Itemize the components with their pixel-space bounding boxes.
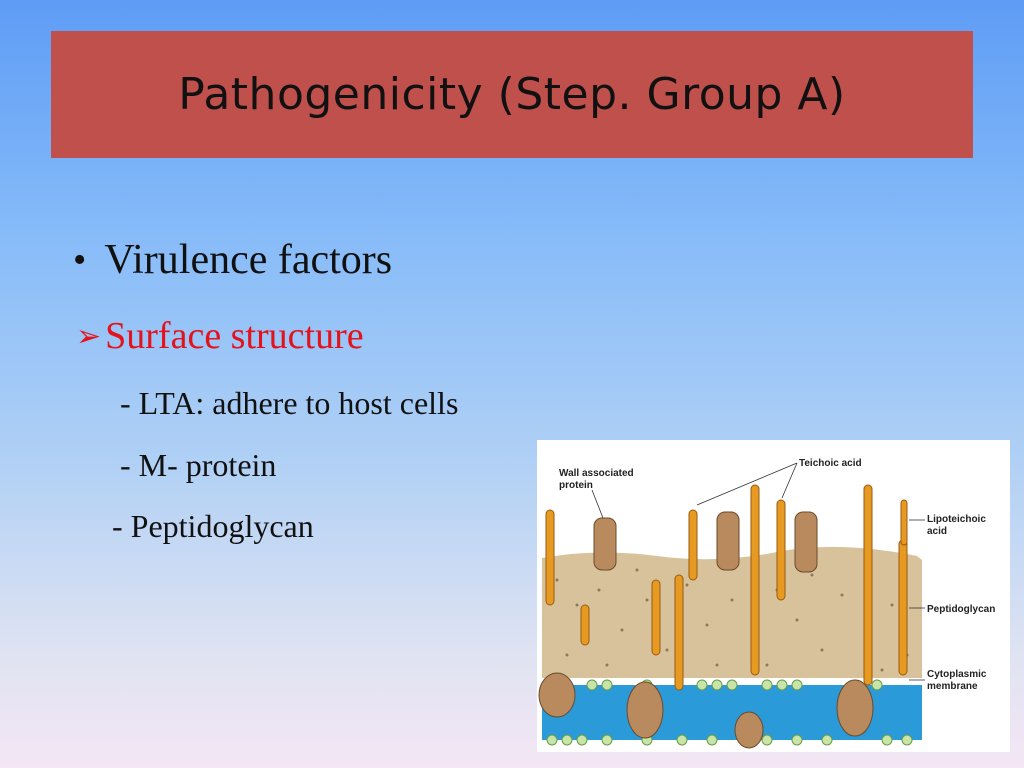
subheading-text: Surface structure xyxy=(105,315,364,357)
cell-wall-diagram: Wall associated protein Teichoic acid Li… xyxy=(537,440,1010,752)
peptidoglycan-speckles xyxy=(555,568,909,672)
label-wall-protein-1: Wall associated xyxy=(559,468,634,479)
label-membrane-2: membrane xyxy=(927,681,978,692)
arrow-bullet-icon: ➢ xyxy=(76,318,102,354)
detail-lta: - LTA: adhere to host cells xyxy=(120,385,459,421)
peptidoglycan-layer xyxy=(542,546,922,678)
bullet-virulence: • Virulence factors xyxy=(73,236,392,284)
label-lipoteichoic-2: acid xyxy=(927,526,947,537)
label-wall-protein-2: protein xyxy=(559,480,593,491)
acid-rods xyxy=(545,484,908,691)
detail-m-protein: - M- protein xyxy=(120,447,277,483)
bullet-text: Virulence factors xyxy=(104,237,393,283)
leader-lines xyxy=(591,462,925,681)
detail-peptidoglycan: - Peptidoglycan xyxy=(112,508,314,544)
title-banner: Pathogenicity (Step. Group A) xyxy=(51,31,973,158)
label-membrane-1: Cytoplasmic xyxy=(927,669,987,680)
label-peptidoglycan: Peptidoglycan xyxy=(927,604,995,615)
wall-proteins xyxy=(593,511,818,573)
bullet-dot-icon: • xyxy=(73,239,87,281)
membrane-proteins xyxy=(538,672,874,749)
subheading-surface: ➢ Surface structure xyxy=(76,314,364,358)
slide-title: Pathogenicity (Step. Group A) xyxy=(178,69,846,120)
label-lipoteichoic-1: Lipoteichoic xyxy=(927,514,986,525)
label-teichoic-acid: Teichoic acid xyxy=(799,458,862,469)
